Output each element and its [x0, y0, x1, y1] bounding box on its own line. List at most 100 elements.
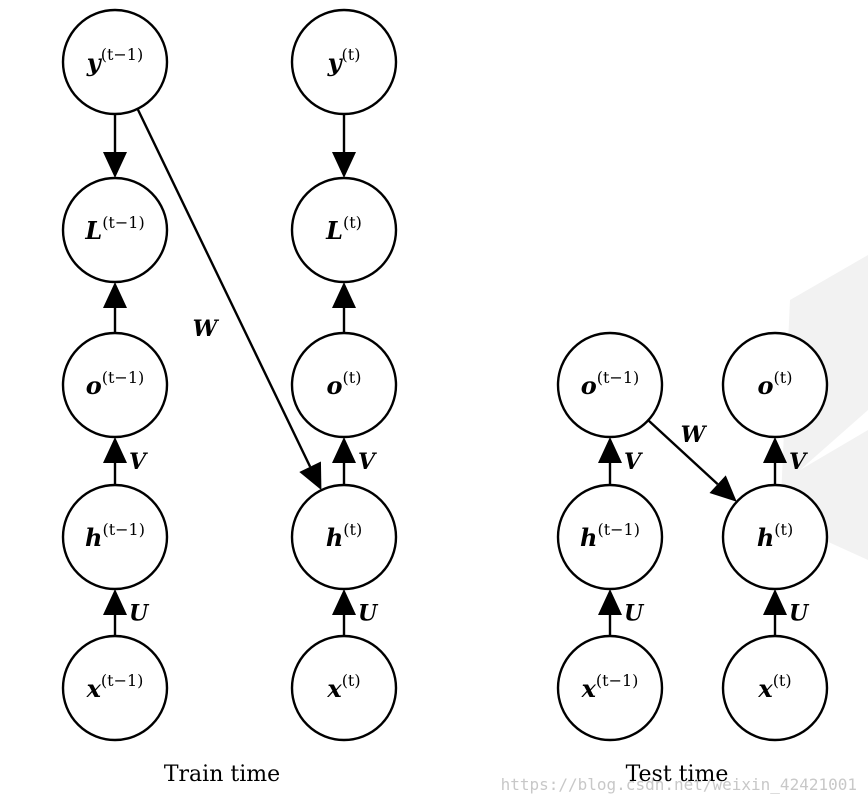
edge-test-h-t-to-test-o-t: [763, 437, 787, 485]
node-circle: [290, 483, 398, 591]
node-label: x(t): [757, 671, 791, 703]
edge-label-U: U: [789, 601, 810, 627]
node-circle: [721, 483, 829, 591]
node-label: y(t−1): [86, 45, 143, 77]
node-label: h(t−1): [580, 520, 640, 552]
edge-train-y-prev-to-train-L-prev: [103, 114, 127, 178]
node-circle: [61, 176, 169, 284]
node-variable: o: [758, 371, 774, 400]
node-variable: o: [327, 371, 343, 400]
arrowhead: [763, 589, 787, 615]
node-superscript: (t): [774, 520, 793, 539]
node-test-h-prev: h(t−1): [556, 483, 664, 591]
edge-train-h-prev-to-train-o-prev: [103, 437, 127, 485]
node-train-h-t: h(t): [290, 483, 398, 591]
node-train-x-prev: x(t−1): [61, 634, 169, 742]
node-train-x-t: x(t): [290, 634, 398, 742]
node-train-L-prev: L(t−1): [61, 176, 169, 284]
watermark-text: https://blog.csdn.net/weixin_42421001: [501, 775, 857, 794]
edge-train-x-t-to-train-h-t: [332, 589, 356, 636]
arrowhead: [332, 282, 356, 308]
node-train-o-t: o(t): [290, 331, 398, 439]
arrowhead: [103, 282, 127, 308]
node-variable: y: [327, 48, 344, 77]
node-superscript: (t−1): [102, 520, 145, 539]
node-circle: [721, 634, 829, 742]
node-circle: [290, 331, 398, 439]
arrowhead: [332, 589, 356, 615]
arrowhead: [332, 437, 356, 463]
node-variable: h: [326, 523, 343, 552]
edge-train-o-t-to-train-L-t: [332, 282, 356, 333]
node-superscript: (t−1): [596, 671, 639, 690]
node-variable: h: [580, 523, 597, 552]
node-circle: [61, 483, 169, 591]
node-superscript: (t): [343, 520, 362, 539]
node-circle: [61, 634, 169, 742]
node-variable: L: [84, 216, 102, 245]
edge-train-x-prev-to-train-h-prev: [103, 589, 127, 636]
watermark-shape: [780, 255, 868, 560]
node-test-o-prev: o(t−1): [556, 331, 664, 439]
node-superscript: (t): [774, 368, 793, 387]
node-variable: o: [581, 371, 597, 400]
edge-test-o-prev-to-test-h-t: [647, 419, 737, 502]
node-train-h-prev: h(t−1): [61, 483, 169, 591]
node-label: y(t): [327, 45, 361, 77]
node-variable: L: [325, 216, 343, 245]
node-circle: [556, 483, 664, 591]
node-train-o-prev: o(t−1): [61, 331, 169, 439]
edge-label-W: W: [681, 422, 708, 448]
nodes-layer: y(t−1)L(t−1)o(t−1)h(t−1)x(t−1)y(t)L(t)o(…: [61, 8, 829, 742]
node-variable: o: [86, 371, 102, 400]
node-label: x(t−1): [581, 671, 639, 703]
arrowhead: [299, 461, 322, 491]
node-label: o(t): [758, 368, 793, 400]
node-superscript: (t−1): [101, 671, 144, 690]
edge-label-U: U: [358, 601, 379, 627]
edge-test-x-t-to-test-h-t: [763, 589, 787, 636]
arrowhead: [103, 589, 127, 615]
node-superscript: (t−1): [102, 213, 145, 232]
node-label: o(t−1): [581, 368, 640, 400]
node-superscript: (t−1): [102, 368, 145, 387]
arrowhead: [103, 437, 127, 463]
node-variable: y: [86, 48, 103, 77]
edge-train-o-prev-to-train-L-prev: [103, 282, 127, 333]
node-circle: [61, 331, 169, 439]
node-circle: [290, 634, 398, 742]
node-label: h(t): [757, 520, 793, 552]
node-test-o-t: o(t): [721, 331, 829, 439]
edges-layer: [103, 108, 787, 636]
node-circle: [556, 634, 664, 742]
node-label: L(t−1): [84, 213, 144, 245]
node-variable: h: [757, 523, 774, 552]
node-label: h(t−1): [85, 520, 145, 552]
node-train-L-t: L(t): [290, 176, 398, 284]
edge-label-U: U: [624, 601, 645, 627]
node-label: x(t−1): [86, 671, 144, 703]
node-variable: x: [757, 674, 773, 703]
edge-label-U: U: [129, 601, 150, 627]
edge-train-h-t-to-train-o-t: [332, 437, 356, 485]
edge-label-V: V: [624, 449, 643, 475]
arrowhead: [709, 475, 737, 502]
node-train-y-prev: y(t−1): [61, 8, 169, 116]
edge-label-V: V: [358, 449, 377, 475]
node-circle: [290, 176, 398, 284]
caption-train-time: Train time: [164, 762, 280, 787]
node-variable: h: [85, 523, 102, 552]
edge-train-y-prev-to-train-h-t: [136, 108, 322, 491]
node-superscript: (t−1): [597, 520, 640, 539]
caption-test-time: Test time: [626, 762, 729, 787]
edge-label-V: V: [789, 449, 808, 475]
node-superscript: (t−1): [597, 368, 640, 387]
node-test-h-t: h(t): [721, 483, 829, 591]
node-superscript: (t): [343, 368, 362, 387]
node-label: x(t): [326, 671, 360, 703]
arrowhead: [103, 152, 127, 178]
edge-train-y-t-to-train-L-t: [332, 114, 356, 178]
edge-label-W: W: [193, 316, 220, 342]
node-circle: [721, 331, 829, 439]
